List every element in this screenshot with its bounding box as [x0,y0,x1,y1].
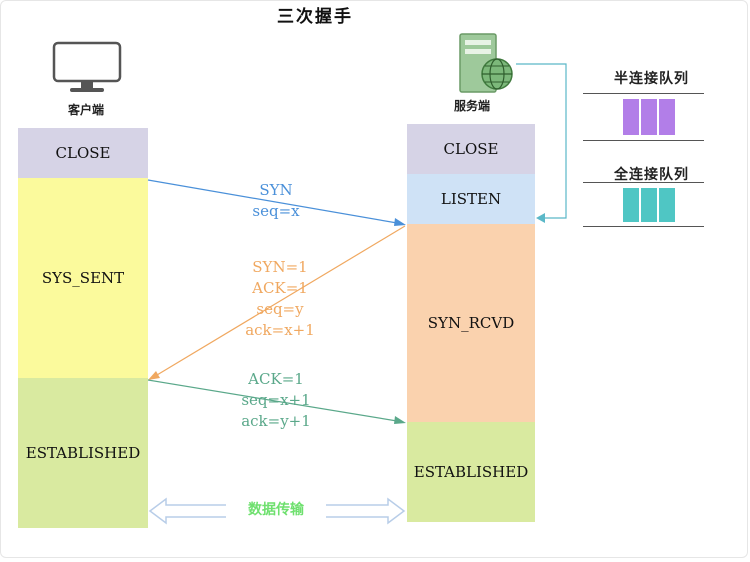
full-queue-slot [658,187,676,223]
ack-arrowhead [394,416,406,424]
half-queue-slot [622,98,640,136]
syn-message: SYN seq=x [252,181,300,220]
queue-connector-arrowhead [536,213,545,223]
ack-message: ACK=1 seq=x+1 ack=y+1 [241,370,311,430]
transfer-label: 数据传输 [226,500,326,521]
ack-arrow [147,379,404,423]
server-state-syn-rcvd: SYN_RCVD [407,224,535,422]
synack-arrow [151,225,406,379]
client-state-close: CLOSE [18,128,148,178]
syn-arrowhead [394,218,406,226]
half-queue-slot [640,98,658,136]
full-queue-slot [622,187,640,223]
server-state-established: ESTABLISHED [407,422,535,522]
synack-arrowhead [148,371,160,380]
server-state-close: CLOSE [407,124,535,174]
half-queue-slot [658,98,676,136]
client-state-established: ESTABLISHED [18,378,148,528]
syn-arrow [147,179,404,225]
server-icon [459,33,513,93]
monitor-icon [52,41,122,92]
client-label: 客户端 [68,103,105,117]
server-state-listen: LISTEN [407,174,535,224]
full-queue-label: 全连接队列 [614,167,689,183]
diagram-title: 三次握手 [277,7,353,27]
full-queue-top-line [583,182,704,183]
half-queue-label: 半连接队列 [614,71,689,87]
half-queue-bottom-line [583,140,704,141]
client-state-sys-sent: SYS_SENT [18,178,148,378]
half-queue-top-line [583,93,704,94]
queue-connector [516,63,567,219]
synack-message: SYN=1 ACK=1 seq=y ack=x+1 [245,258,315,339]
full-queue-slot [640,187,658,223]
full-queue-bottom-line [583,226,704,227]
server-label: 服务端 [454,99,491,113]
